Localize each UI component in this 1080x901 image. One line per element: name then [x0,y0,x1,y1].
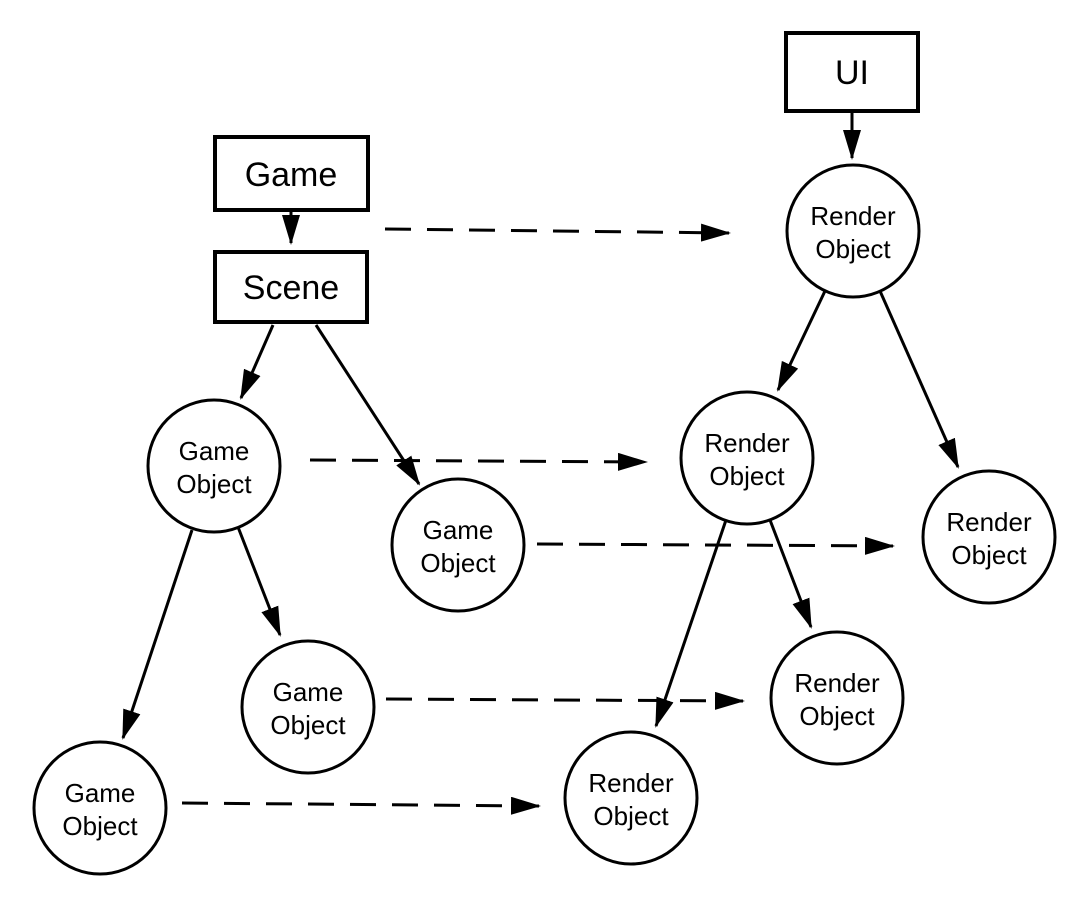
ui-box-label: UI [835,54,869,92]
render-object-1-circle [785,163,921,299]
game-object-4-circle [240,639,376,775]
edge-render-object-2-to-render-object-5 [768,519,813,629]
node-game-object-1: Game Object [146,398,282,534]
render-object-5-label-line2: Object [799,701,875,731]
node-render-object-3: Render Object [921,469,1057,605]
render-object-4-circle [563,730,699,866]
render-object-3-circle [921,469,1057,605]
game-object-2-label-line1: Game [423,515,494,545]
render-object-5-circle [769,630,905,766]
render-object-2-circle [679,390,815,526]
render-object-4-label-line1: Render [588,768,674,798]
game-object-1-label-line1: Game [179,436,250,466]
node-game-object-3: Game Object [32,740,168,876]
render-object-3-label-line2: Object [951,540,1027,570]
mapping-arrow-game-object-1-to-render-object-2 [309,452,648,471]
game-object-1-circle [146,398,282,534]
node-scene-box: Scene [213,250,369,324]
game-object-3-circle [32,740,168,876]
edge-render-object-2-to-render-object-4 [654,519,728,728]
render-object-2-label-line1: Render [704,428,790,458]
node-render-object-4: Render Object [563,730,699,866]
render-object-1-label-line2: Object [815,234,891,264]
ui-box-rect [784,31,920,113]
node-render-object-2: Render Object [679,390,815,526]
game-object-2-label-line2: Object [420,548,496,578]
tree-edges [121,112,960,740]
game-object-1-label-line2: Object [176,469,252,499]
scene-box-label: Scene [243,269,339,307]
game-box-rect [213,135,370,212]
game-object-2-circle [390,477,526,613]
node-render-object-1: Render Object [785,163,921,299]
node-game-object-4: Game Object [240,639,376,775]
edge-scene-to-game-object-1 [239,324,275,400]
game-object-4-label-line2: Object [270,710,346,740]
node-render-object-5: Render Object [769,630,905,766]
game-box-label: Game [245,156,338,194]
scene-box-rect [213,250,369,324]
render-object-1-label-line1: Render [810,201,896,231]
mapping-arrow-game-object-2-to-render-object-3 [536,536,895,555]
edge-render-root-to-render-object-3 [878,290,960,469]
mapping-arrow-scene-to-render-root [384,223,731,242]
edge-scene-to-game-object-2 [314,324,421,486]
game-object-3-label-line1: Game [65,778,136,808]
edge-render-root-to-render-object-2 [776,290,827,392]
mapping-edges [181,223,895,815]
game-object-4-label-line1: Game [273,677,344,707]
render-object-5-label-line1: Render [794,668,880,698]
edge-game-object-1-to-game-object-3 [121,529,194,740]
node-game-box: Game [213,135,370,212]
mapping-arrow-game-object-4-to-render-object-5 [385,691,745,710]
render-object-4-label-line2: Object [593,801,669,831]
render-object-2-label-line2: Object [709,461,785,491]
edge-game-object-1-to-game-object-4 [236,526,282,637]
mapping-arrow-game-object-3-to-render-object-4 [181,796,541,815]
game-object-3-label-line2: Object [62,811,138,841]
render-object-3-label-line1: Render [946,507,1032,537]
node-ui-box: UI [784,31,920,113]
node-game-object-2: Game Object [390,477,526,613]
